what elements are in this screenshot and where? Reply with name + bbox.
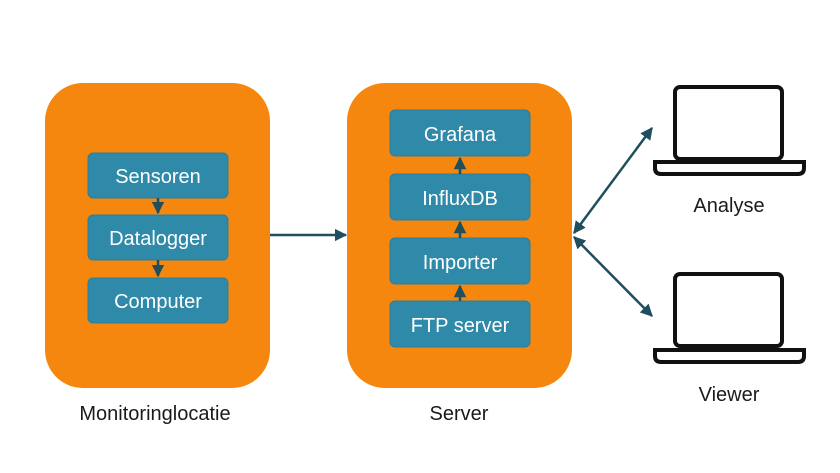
node-influxdb: InfluxDB: [389, 173, 531, 221]
client-viewer: Viewer: [653, 272, 806, 406]
node-grafana-label: Grafana: [424, 124, 497, 146]
laptop-icon: [653, 272, 806, 364]
node-influxdb-label: InfluxDB: [422, 188, 498, 210]
node-sensoren: Sensoren: [87, 152, 229, 199]
node-computer: Computer: [87, 277, 229, 324]
node-computer-box: [87, 277, 229, 324]
node-grafana: Grafana: [389, 109, 531, 157]
server-caption: Server: [430, 403, 489, 425]
node-sensoren-label: Sensoren: [115, 166, 201, 188]
server-group: Grafana InfluxDB Importer FTP server: [347, 83, 572, 388]
node-ftp-server: FTP server: [389, 300, 531, 348]
client-analyse: Analyse: [653, 85, 806, 217]
node-computer-label: Computer: [114, 291, 202, 313]
node-ftp-server-label: FTP server: [411, 315, 510, 337]
node-importer-label: Importer: [423, 252, 498, 274]
monitoring-caption: Monitoringlocatie: [79, 403, 230, 425]
edge-server-analyse: [572, 126, 654, 235]
node-grafana-box: [389, 109, 531, 157]
node-datalogger-label: Datalogger: [109, 228, 207, 250]
monitoring-group: Sensoren Datalogger Computer: [45, 83, 270, 388]
edge-server-viewer: [573, 236, 653, 317]
laptop-icon: [653, 85, 806, 176]
client-viewer-label: Viewer: [699, 384, 760, 406]
node-datalogger: Datalogger: [87, 214, 229, 261]
client-analyse-label: Analyse: [693, 195, 764, 217]
node-importer: Importer: [389, 237, 531, 285]
